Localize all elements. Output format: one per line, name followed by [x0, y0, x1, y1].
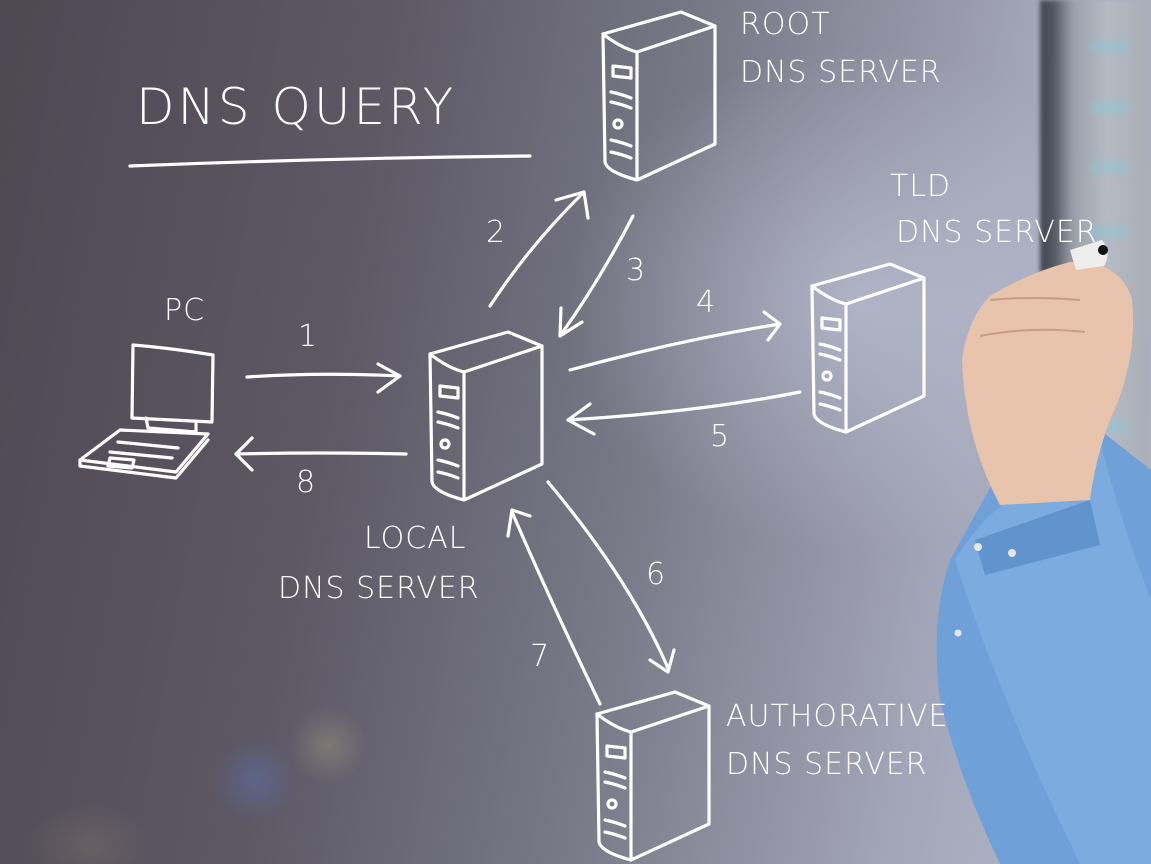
pc-label: PC	[164, 293, 206, 328]
step-number-2: 2	[486, 215, 507, 250]
arrow-step-1	[245, 362, 402, 394]
root-dns-server-label-line2: DNS SERVER	[740, 55, 942, 90]
arrow-step-2	[488, 190, 590, 308]
step-number-5: 5	[710, 419, 731, 454]
local-dns-server-label-line1: LOCAL	[364, 521, 467, 556]
diagram-title: DNS QUERY	[136, 78, 457, 136]
tld-dns-server-label-line1: TLD	[890, 169, 952, 204]
arrow-step-5	[566, 390, 802, 436]
step-number-8: 8	[296, 465, 317, 500]
local-dns-server-icon	[428, 330, 544, 502]
hand-holding-marker	[936, 240, 1151, 864]
tld-dns-server-icon	[810, 262, 926, 434]
title-underline	[128, 154, 532, 168]
step-number-6: 6	[646, 557, 667, 592]
pc-laptop-icon	[78, 343, 215, 480]
local-dns-server-label-line2: DNS SERVER	[278, 571, 480, 606]
root-dns-server-label-line1: ROOT	[740, 7, 831, 42]
step-number-1: 1	[298, 319, 319, 354]
step-number-4: 4	[696, 285, 717, 320]
step-number-3: 3	[626, 253, 647, 288]
authoritative-dns-server-icon	[595, 690, 711, 862]
root-dns-server-icon	[601, 10, 717, 182]
arrow-step-7	[506, 508, 602, 706]
arrow-step-4	[568, 310, 782, 372]
step-number-7: 7	[530, 639, 551, 674]
tld-dns-server-label-line2: DNS SERVER	[896, 215, 1098, 250]
arrow-step-8	[234, 436, 408, 472]
authoritative-dns-server-label-line1: AUTHORATIVE	[726, 699, 949, 734]
arrow-step-6	[546, 480, 676, 674]
authoritative-dns-server-label-line2: DNS SERVER	[726, 747, 928, 782]
arrow-step-3	[558, 214, 635, 338]
